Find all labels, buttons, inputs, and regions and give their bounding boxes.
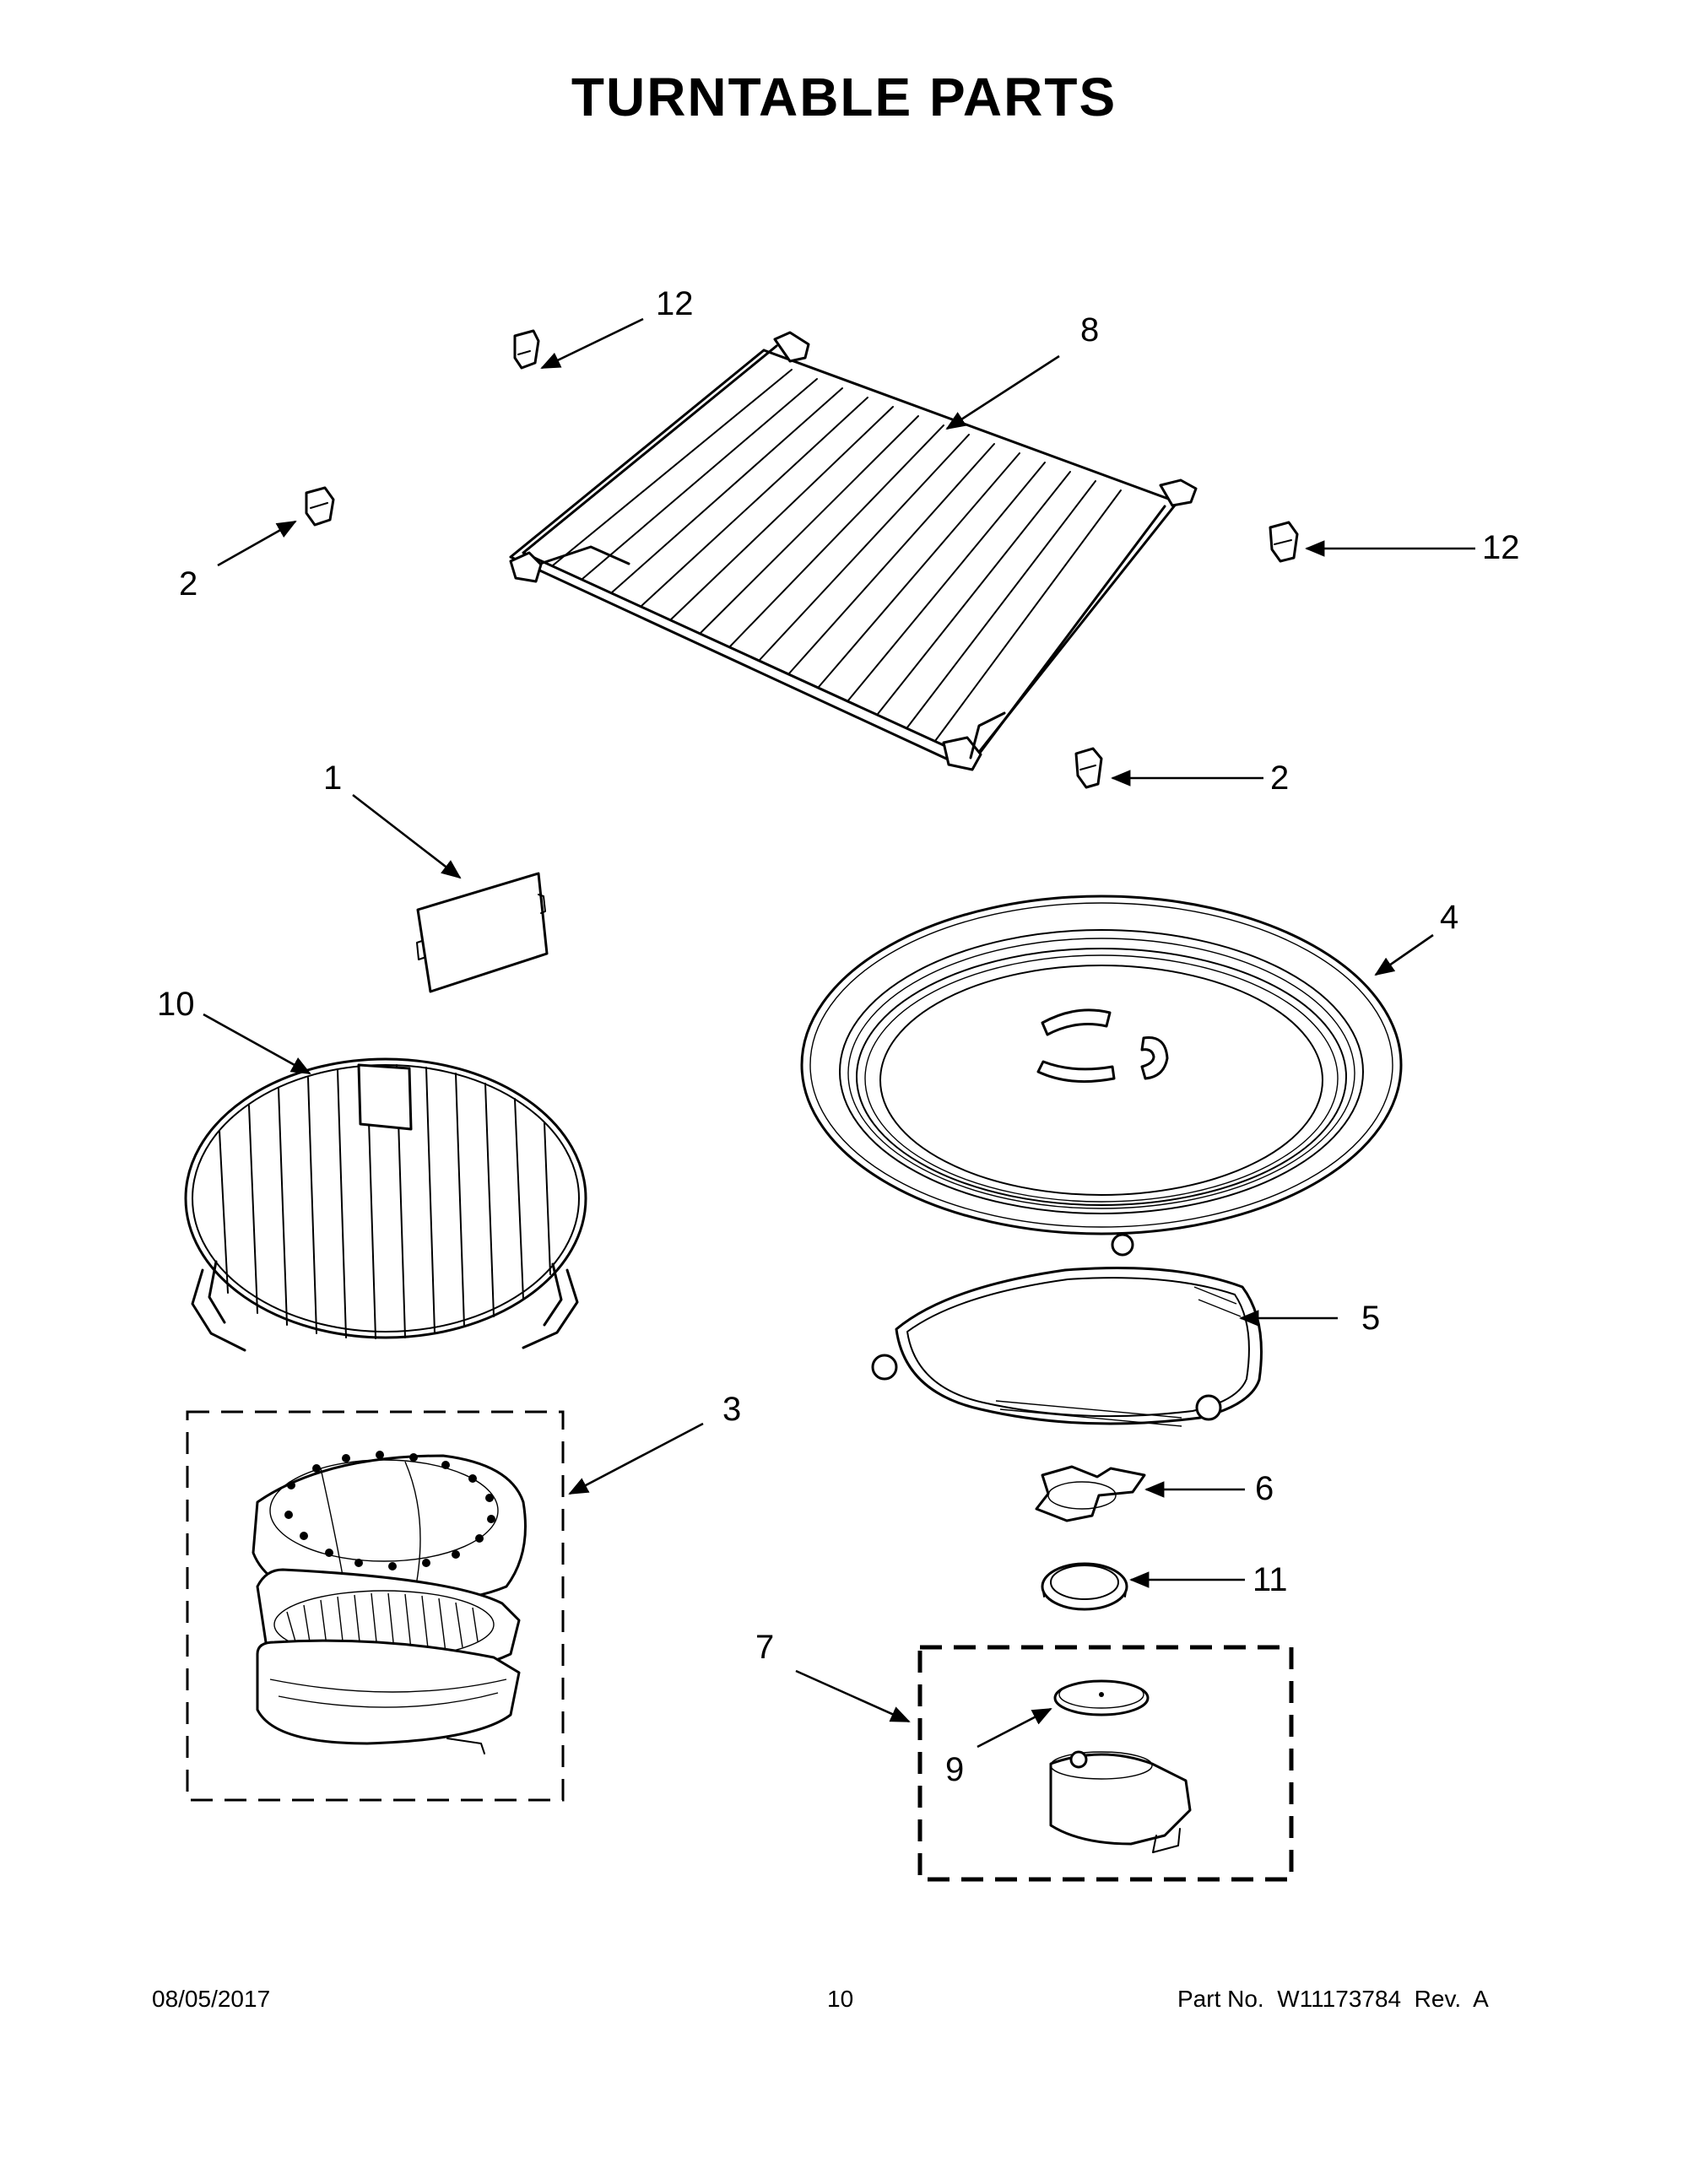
callout-4: 4 [1440,899,1458,936]
ring-part [1041,1562,1128,1611]
lid-vents [284,1451,495,1570]
crisper-cookware-part [186,1410,565,1802]
callout-1: 1 [323,760,342,797]
footer-date: 08/05/2017 [152,1986,271,2012]
oven-rack-part [509,331,1198,771]
callout-2-left: 2 [179,565,197,603]
page-title: TURNTABLE PARTS [571,67,1117,127]
callout-11: 11 [1252,1561,1288,1598]
callout-12-top: 12 [656,285,694,322]
callout-10: 10 [157,986,195,1023]
literature-card-part [416,872,549,993]
turntable-tray-part [800,895,1403,1235]
callout-2-right: 2 [1270,760,1289,797]
callout-8: 8 [1080,311,1099,349]
rack-clip-2-right [1074,747,1103,789]
rack-clip-2-left [305,486,335,527]
callout-labels: 12 8 2 12 2 1 4 10 5 3 6 11 7 9 [157,285,1520,1788]
callout-6: 6 [1255,1470,1274,1507]
rack-clip-12-right [1269,521,1299,563]
motor-kit-part [917,1645,1294,1882]
callout-12-right: 12 [1482,529,1520,566]
callout-7: 7 [755,1629,774,1666]
rack-clip-12-top [513,329,540,370]
round-rack-part [184,1057,587,1352]
callout-3: 3 [722,1391,741,1428]
coupler-part [1035,1465,1146,1522]
roller-support-part [871,1233,1263,1427]
callout-5: 5 [1361,1300,1380,1337]
leader-arrows [203,317,1475,1749]
footer-page-number: 10 [827,1986,854,2012]
footer-part-number: Part No. W11173784 Rev. A [1177,1986,1489,2012]
callout-9: 9 [945,1751,964,1788]
